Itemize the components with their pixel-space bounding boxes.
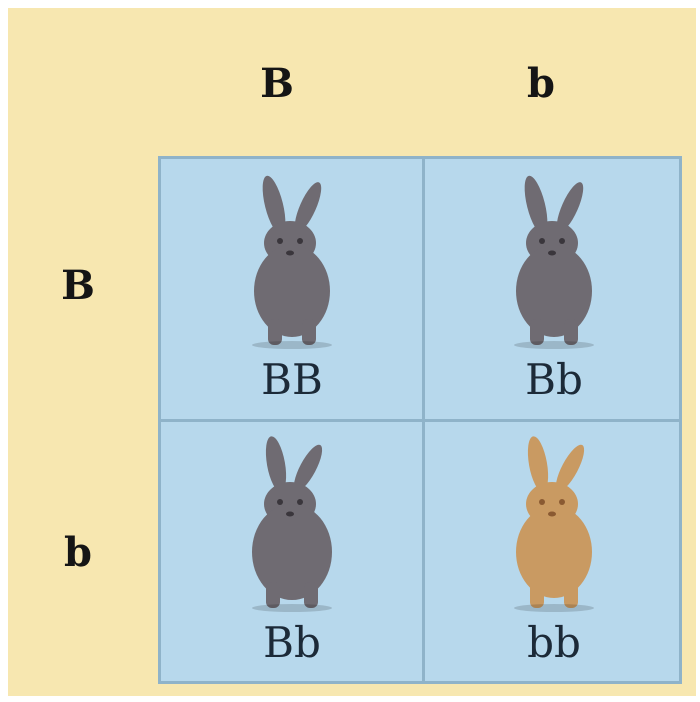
row-allele-1: B	[38, 266, 118, 306]
cell-Bb-bottom: Bb	[161, 422, 423, 686]
gray-rabbit-icon	[232, 434, 352, 612]
gray-rabbit-icon	[232, 171, 352, 349]
column-allele-2: b	[486, 64, 596, 104]
genotype-label: BB	[161, 359, 423, 401]
genotype-label: bb	[423, 622, 685, 664]
cell-bb: bb	[423, 422, 685, 686]
genotype-label: Bb	[423, 359, 685, 401]
punnett-background: B b B b	[8, 8, 696, 696]
tan-rabbit-icon	[494, 434, 614, 612]
genotype-label: Bb	[161, 622, 423, 664]
row-allele-2: b	[38, 533, 118, 573]
column-allele-1: B	[222, 64, 332, 104]
punnett-grid: BB	[158, 156, 682, 684]
gray-rabbit-icon	[494, 171, 614, 349]
cell-BB: BB	[161, 159, 423, 423]
cell-Bb-top: Bb	[423, 159, 685, 423]
